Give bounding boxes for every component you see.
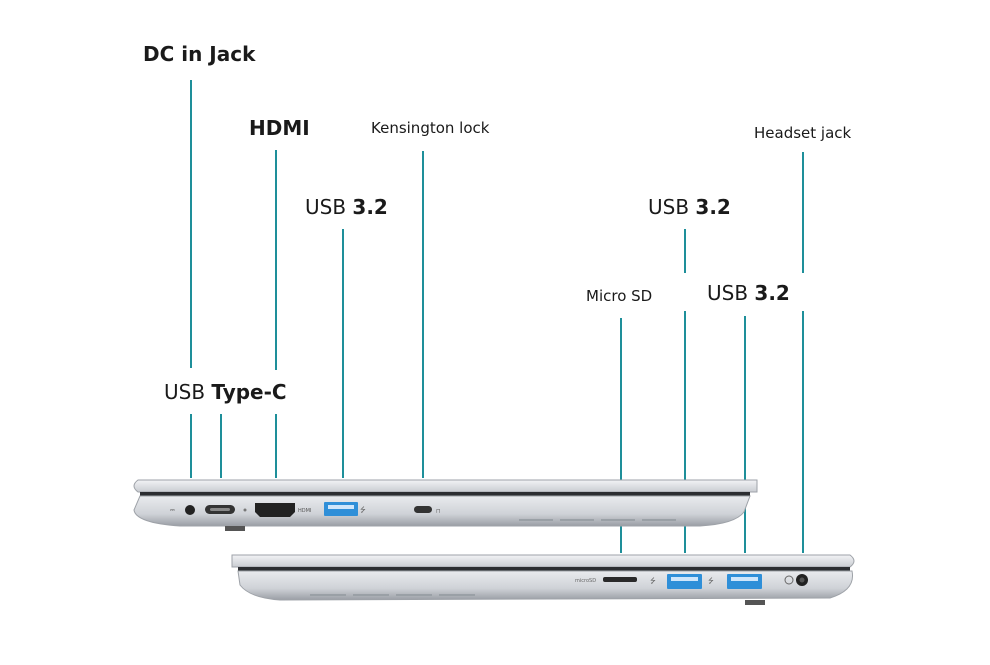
usb-symbol-left: ⭍ [360,506,366,514]
led-dot [243,508,247,512]
usb-c-leader-line [220,414,222,478]
usb-type-c-label: USB Type-C [164,380,287,404]
usb-symbol-right-1: ⭍ [650,577,656,585]
vents-left [519,519,676,521]
hinge-gap-right [238,567,850,571]
micro-sd-label: Micro SD [586,287,653,305]
lid-right [231,554,855,568]
usb-c-port-inner [210,508,230,511]
usb-3-2-right-top-label: USB 3.2 [648,195,731,219]
headset-jack-label: Headset jack [754,124,852,142]
usb-prefix: USB [648,195,696,219]
laptop-right-side: microSD ⭍ ⭍ [231,554,855,605]
dc-jack-port [185,505,195,515]
dc-in-jack-label: DC in Jack [143,42,256,66]
usb-version: 3.2 [352,195,388,219]
usb-symbol-right-2: ⭍ [708,577,714,585]
vents-right [310,594,475,596]
usb-type: Type-C [211,380,287,404]
usb-a-port-right-1-tongue [671,577,698,581]
hdmi-marking: HDMI [298,508,311,514]
lid-left [133,479,758,493]
foot-left [225,526,245,531]
micro-sd-marking: microSD [575,578,596,584]
usb-right-2-leader-line [744,316,746,553]
usb-prefix: USB [707,281,755,305]
laptop-left-side: ⎓ HDMI ⭍ ⊓ [133,479,758,531]
kensington-lock-label: Kensington lock [371,119,490,137]
usb-prefix: USB [164,380,212,404]
dc-jack-leader-line-lower [190,414,192,478]
kensington-leader-line [422,151,424,478]
usb-version: 3.2 [754,281,790,305]
hdmi-port [255,503,295,517]
dc-jack-leader-line-upper [190,80,192,368]
usb-3-2-right-bottom-label: USB 3.2 [707,281,790,305]
headset-leader-line-upper [802,152,804,273]
hinge-gap-left [140,492,750,496]
hdmi-leader-line-upper [275,150,277,370]
kensington-slot [414,506,432,513]
headset-icon-ring [784,575,794,585]
usb-version: 3.2 [695,195,731,219]
headset-jack-inner [799,577,805,583]
lock-glyph: ⊓ [436,508,441,515]
headset-leader-line-lower [802,311,804,553]
usb-a-port-left-tongue [328,505,354,509]
micro-sd-leader-line [620,318,622,553]
usb-left-leader-line [342,229,344,478]
foot-right [745,600,765,605]
hdmi-label: HDMI [249,116,310,140]
usb-a-port-right-2-tongue [731,577,758,581]
usb-3-2-left-label: USB 3.2 [305,195,388,219]
usb-a-port-right-1 [667,574,702,589]
usb-a-port-right-2 [727,574,762,589]
usb-prefix: USB [305,195,353,219]
micro-sd-slot [603,577,637,582]
usb-right-1-leader-line-upper [684,229,686,273]
usb-right-1-leader-line-lower [684,311,686,553]
hdmi-leader-line-lower [275,414,277,478]
dc-jack-glyph: ⎓ [170,507,175,514]
